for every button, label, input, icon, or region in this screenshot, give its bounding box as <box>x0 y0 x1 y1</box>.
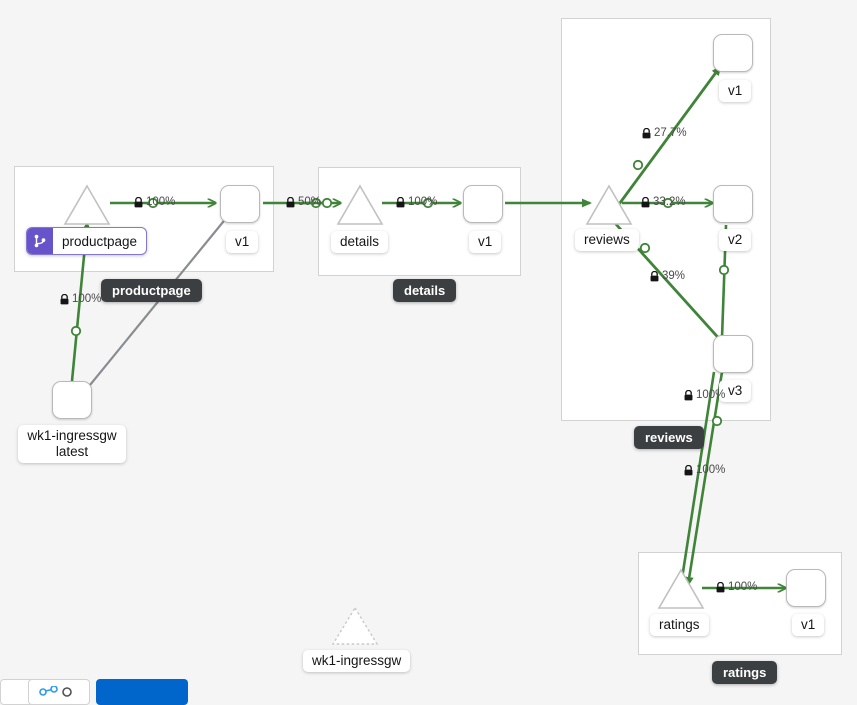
node-reviews-v2[interactable] <box>713 185 753 223</box>
triangle-app-icon <box>63 184 111 225</box>
lock-icon <box>641 196 650 208</box>
node-label-ghost-ingressgw: wk1-ingressgw <box>303 650 411 672</box>
lock-icon <box>650 270 659 282</box>
lock-icon <box>286 196 295 208</box>
node-reviews-v1[interactable] <box>713 34 753 72</box>
triangle-ghost-icon <box>331 606 379 645</box>
edge-label-text: 100% <box>72 293 102 305</box>
node-ingressgw[interactable] <box>52 381 92 419</box>
triangle-app-icon <box>657 568 705 609</box>
tooltip-ratings: ratings <box>712 661 778 684</box>
lock-icon <box>60 293 69 305</box>
lock-icon <box>684 389 693 401</box>
node-label-reviews-v1: v1 <box>719 80 752 102</box>
edge-label-ingress-productpage: 100% <box>60 293 101 305</box>
edge-label-text: 39% <box>662 270 686 282</box>
edge-label-text: 100% <box>408 196 438 208</box>
tooltip-details: details <box>393 279 457 302</box>
toolbar-chip-middle[interactable] <box>28 679 90 705</box>
lock-icon <box>642 127 651 139</box>
node-productpage-v1[interactable] <box>220 185 260 223</box>
node-label-details-app: details <box>331 231 389 253</box>
edge-label-text: 33.2% <box>653 196 686 208</box>
edge-label-text: 50% <box>298 196 322 208</box>
node-label-reviews-v3: v3 <box>719 380 752 402</box>
lock-icon <box>716 581 725 593</box>
node-badge-productpage[interactable]: productpage <box>26 227 148 255</box>
edge-label-text: 27.7% <box>654 127 687 139</box>
node-label-reviews-app: reviews <box>575 229 639 251</box>
node-details-v1[interactable] <box>463 185 503 223</box>
edge-label-ratings-v1: 100% <box>716 581 757 593</box>
edge-label-details-v1: 100% <box>396 196 437 208</box>
lock-icon <box>134 196 143 208</box>
edge-label-text: 100% <box>728 581 758 593</box>
graph-icon <box>39 686 72 697</box>
edge-label-reviews-v2-v3: 100% <box>684 389 725 401</box>
bottom-toolbar[interactable] <box>0 677 260 705</box>
lock-icon <box>396 196 405 208</box>
node-label-ingressgw: wk1-ingressgw latest <box>18 425 126 463</box>
edge-label-reviews-v2: 33.2% <box>641 196 686 208</box>
triangle-app-icon <box>336 184 384 225</box>
node-label-ratings-app: ratings <box>650 614 709 636</box>
node-label-ratings-v1: v1 <box>792 614 825 636</box>
edge-label-text: 100% <box>696 389 726 401</box>
edge-label-reviews-v3: 39% <box>650 270 685 282</box>
tooltip-reviews: reviews <box>634 426 704 449</box>
lock-icon <box>684 464 693 476</box>
edge-label-productpage-v1: 100% <box>134 196 175 208</box>
edge-label-reviews-ratings: 100% <box>684 464 725 476</box>
edge-label-text: 100% <box>696 464 726 476</box>
node-ratings-v1[interactable] <box>786 569 826 607</box>
node-reviews-v3[interactable] <box>713 335 753 373</box>
triangle-app-icon <box>585 184 633 225</box>
node-label-productpage-v1: v1 <box>226 231 259 253</box>
traffic-shifting-icon <box>27 228 53 254</box>
node-label-reviews-v2: v2 <box>719 229 752 251</box>
tooltip-productpage: productpage <box>101 279 202 302</box>
toolbar-primary-button[interactable] <box>96 679 188 705</box>
node-label-details-v1: v1 <box>469 231 502 253</box>
edge-label-reviews-v1: 27.7% <box>642 127 687 139</box>
edge-label-productpage-details: 50% <box>286 196 321 208</box>
node-label-productpage-app: productpage <box>62 233 138 249</box>
edge-label-text: 100% <box>146 196 176 208</box>
